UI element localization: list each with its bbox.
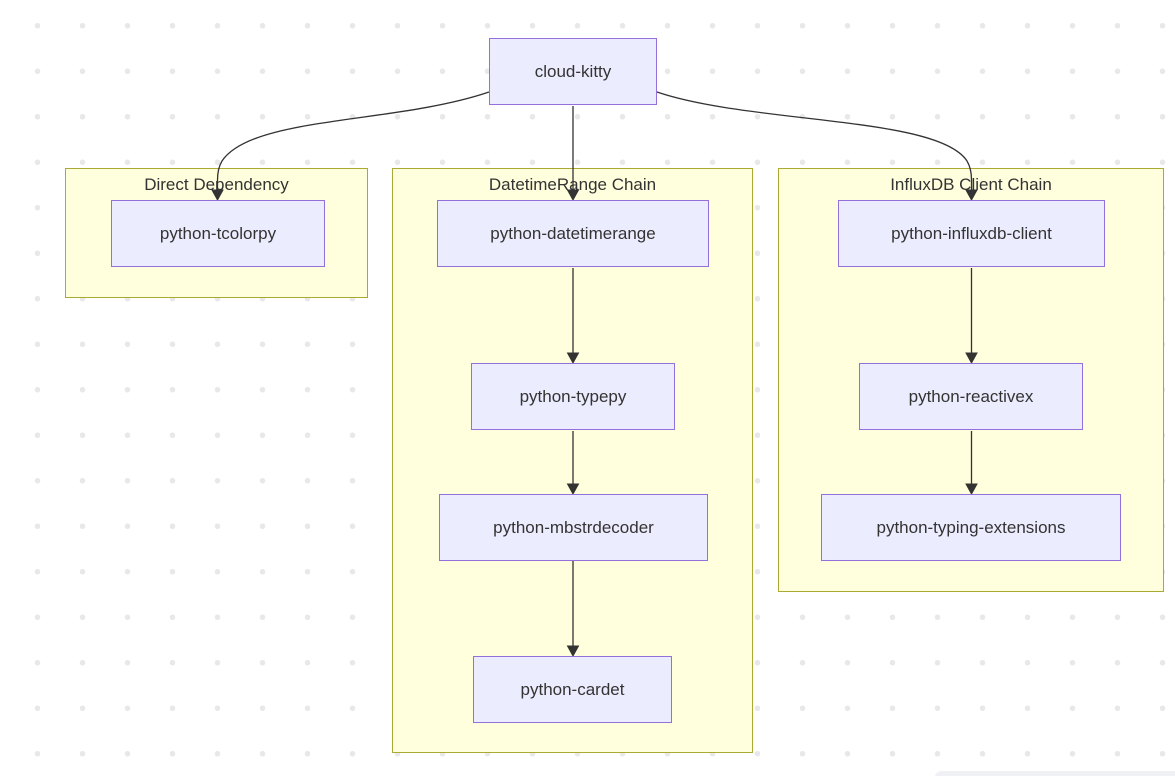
floating-panel-edge bbox=[935, 771, 1175, 776]
node-python-influxdb-client-label: python-influxdb-client bbox=[891, 223, 1052, 243]
node-python-datetimerange-label: python-datetimerange bbox=[490, 223, 656, 243]
node-python-typepy: python-typepy bbox=[471, 363, 675, 430]
node-python-typing-extensions-label: python-typing-extensions bbox=[876, 517, 1066, 537]
node-python-typing-extensions: python-typing-extensions bbox=[821, 494, 1121, 561]
node-cloud-kitty-label: cloud-kitty bbox=[534, 61, 612, 81]
node-python-cardet-label: python-cardet bbox=[520, 679, 625, 699]
cluster-influxdb-client-chain-label: InfluxDB Client Chain bbox=[890, 175, 1052, 194]
node-python-datetimerange: python-datetimerange bbox=[437, 200, 709, 267]
node-python-reactivex: python-reactivex bbox=[859, 363, 1083, 430]
node-python-mbstrdecoder-label: python-mbstrdecoder bbox=[493, 517, 654, 537]
cluster-datetimerange-chain-label: DatetimeRange Chain bbox=[488, 175, 657, 194]
node-python-reactivex-label: python-reactivex bbox=[908, 386, 1034, 406]
cluster-direct-dependency-label: Direct Dependency bbox=[144, 175, 289, 194]
node-cloud-kitty: cloud-kitty bbox=[489, 38, 657, 105]
node-python-tcolorpy: python-tcolorpy bbox=[111, 200, 325, 267]
node-python-influxdb-client: python-influxdb-client bbox=[838, 200, 1105, 267]
node-python-typepy-label: python-typepy bbox=[519, 386, 627, 406]
node-python-mbstrdecoder: python-mbstrdecoder bbox=[439, 494, 708, 561]
node-python-tcolorpy-label: python-tcolorpy bbox=[159, 223, 277, 243]
node-python-cardet: python-cardet bbox=[473, 656, 672, 723]
